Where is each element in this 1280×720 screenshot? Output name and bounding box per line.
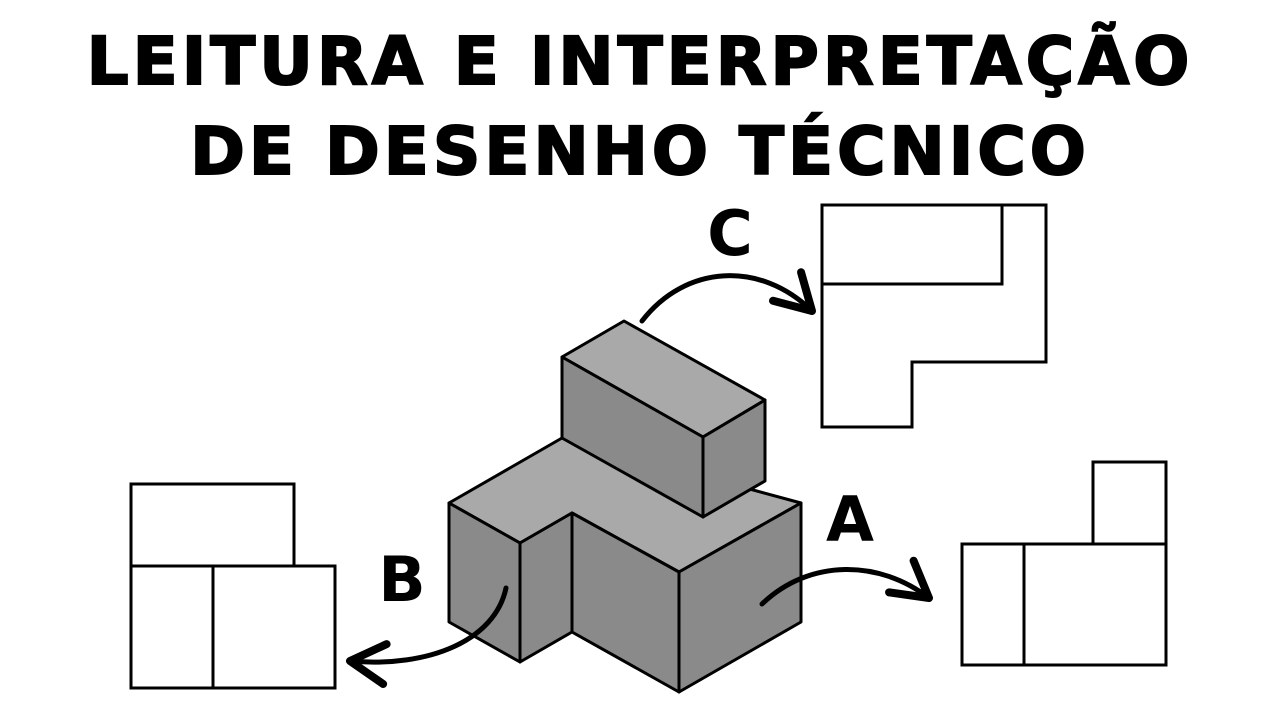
view-a-top-block <box>1091 460 1168 546</box>
arrow-to-view-a <box>759 556 933 607</box>
base-right-face <box>677 501 803 694</box>
view-c-drawing <box>820 203 1048 429</box>
title-line-2: DE DESENHO TÉCNICO <box>189 113 1090 190</box>
arrow-to-view-b <box>346 585 509 688</box>
arrow-to-view-c <box>639 268 816 324</box>
view-c-inner-line <box>822 205 1004 286</box>
view-c-outline <box>820 203 1048 429</box>
view-c-label: C <box>707 197 753 270</box>
view-a-drawing <box>960 460 1168 667</box>
view-b-base <box>129 564 337 690</box>
view-a-base <box>960 542 1168 667</box>
view-b-label: B <box>378 543 425 616</box>
view-a-label: A <box>826 483 874 556</box>
upper-block-right-face <box>701 398 767 519</box>
isometric-solid <box>447 319 803 694</box>
view-b-top-block <box>129 482 296 568</box>
title-line-1: LEITURA E INTERPRETAÇÃO <box>86 23 1194 100</box>
view-b-drawing <box>129 482 337 690</box>
base-notch-right-face <box>518 511 574 664</box>
